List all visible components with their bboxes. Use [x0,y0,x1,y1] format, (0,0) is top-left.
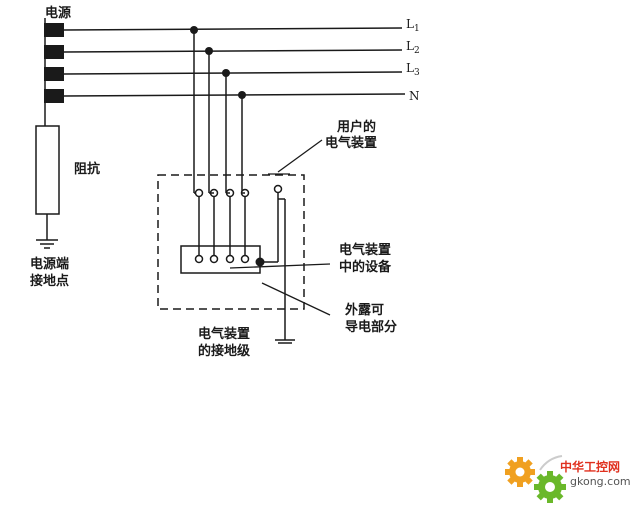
source-ground-label-2: 接地点 [30,273,69,289]
upper-terminals [194,184,283,198]
winding-n [44,89,64,103]
exposed-part-label-2: 导电部分 [345,319,397,335]
winding-l2 [44,45,64,59]
internal-conductors [198,197,246,256]
source-label: 电源 [45,5,71,21]
label-l3: L3 [406,61,420,78]
user-install-label-1: 用户的 [336,119,376,135]
junction-dots [190,26,246,99]
source-windings [44,23,64,103]
install-ground-label-1: 电气装置 [198,326,250,342]
line-l1 [63,27,403,31]
pointer-user-install [277,139,323,173]
line-l2 [63,49,403,53]
pointer-equipment [229,263,331,269]
gear-green-icon [534,471,566,503]
label-n: N [409,89,420,103]
impedance-label: 阻抗 [74,161,100,177]
install-ground-label-2: 的接地级 [198,343,251,359]
installation-ground-icon [275,339,295,344]
winding-l3 [44,67,64,81]
watermark-swoosh [539,455,563,471]
watermark: 中华工控网 gkong.com [505,455,631,503]
impedance-box [35,125,60,215]
source-ground-icon [36,239,58,249]
watermark-url: gkong.com [570,475,631,488]
winding-l1 [44,23,64,37]
user-install-label-2: 电气装置 [325,135,377,151]
lower-terminals [194,254,250,264]
pointer-exposed-part [261,282,331,316]
line-n [63,93,406,97]
source-ground-label-1: 电源端 [30,256,69,272]
equipment-label-2: 中的设备 [339,259,392,275]
gear-orange-icon [505,457,535,487]
watermark-brand: 中华工控网 [560,459,620,474]
label-l2: L2 [406,39,420,56]
phase-lines [63,27,406,97]
equipment-label-1: 电气装置 [339,242,391,258]
installation-boundary [157,174,305,310]
pe-conductor [260,192,286,340]
drop-conductors [193,30,243,194]
label-l1: L1 [406,17,420,34]
line-l3 [63,71,403,75]
exposed-part-label-1: 外露可 [344,302,384,318]
pointer-lines [229,139,331,316]
